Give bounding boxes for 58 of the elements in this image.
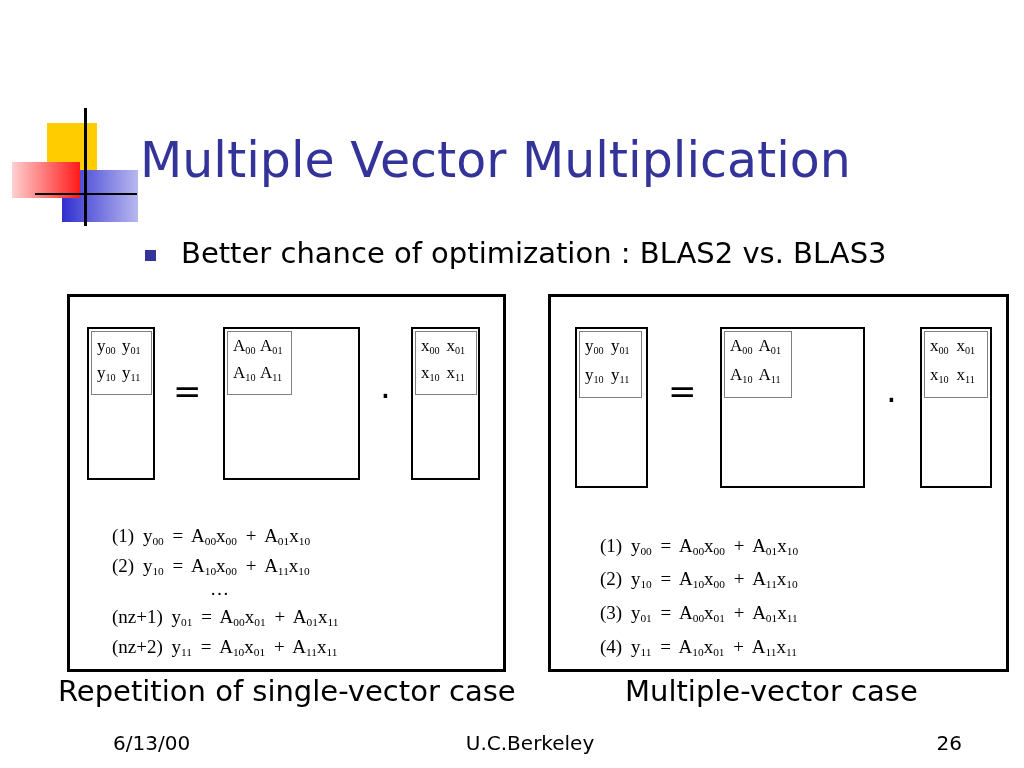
matrix-entry: x$_{01}$	[446, 336, 466, 356]
submatrix-block	[924, 331, 988, 398]
matrix-entry: y$_{11}$	[611, 364, 630, 385]
page-number: 26	[936, 732, 962, 755]
matrix-entry: y$_{01}$	[122, 336, 141, 356]
footer-institution: U.C.Berkeley	[465, 732, 595, 755]
matrix-entry: A$_{10}$	[730, 364, 753, 385]
submatrix-block	[91, 331, 152, 395]
submatrix-block	[227, 331, 292, 395]
equation: (2) y$_{10}$ = A$_{10}$x$_{00}$ + A$_{11}$x$_{10}$	[112, 555, 310, 577]
matrix-entry: x$_{00}$	[930, 336, 949, 356]
matrix-entry: y$_{11}$	[122, 363, 141, 383]
equation: (2) y$_{10}$ = A$_{10}$x$_{00}$ + A$_{11}$x$_{10}$	[600, 568, 798, 590]
matrix-entry: y$_{00}$	[97, 336, 116, 356]
equation: (3) y$_{01}$ = A$_{00}$x$_{01}$ + A$_{01}$x$_{11}$	[600, 602, 798, 624]
matrix-entry: y$_{00}$	[585, 336, 604, 356]
submatrix-block	[415, 331, 477, 395]
multiplication-dot: ·	[380, 386, 391, 407]
multiplication-dot: ·	[886, 390, 897, 411]
matrix-rectangle	[411, 327, 480, 480]
matrix-rectangle	[920, 327, 992, 488]
ellipsis: …	[210, 578, 229, 600]
bullet-text: Better chance of optimization : BLAS2 vs. BLAS3	[181, 237, 887, 271]
matrix-rectangle	[223, 327, 360, 480]
submatrix-block	[579, 331, 642, 398]
diagram-panel	[548, 294, 1009, 672]
matrix-entry: A$_{00}$	[233, 336, 256, 356]
matrix-entry: x$_{11}$	[956, 364, 975, 385]
matrix-entry: A$_{11}$	[758, 364, 781, 385]
matrix-entry: x$_{10}$	[421, 363, 440, 383]
submatrix-block	[724, 331, 792, 398]
equation: (nz+1) y$_{01}$ = A$_{00}$x$_{01}$ + A$_{01}$x$_{11}$	[112, 606, 339, 628]
equals-sign: =	[668, 372, 697, 412]
matrix-entry: A$_{01}$	[758, 336, 781, 356]
equation: (4) y$_{11}$ = A$_{10}$x$_{01}$ + A$_{11}$x$_{11}$	[600, 636, 797, 658]
matrix-entry: x$_{10}$	[930, 364, 949, 385]
matrix-entry: A$_{11}$	[260, 363, 283, 383]
matrix-entry: y$_{01}$	[611, 336, 630, 356]
matrix-entry: x$_{00}$	[421, 336, 440, 356]
matrix-entry: A$_{10}$	[233, 363, 256, 383]
panel-caption: Repetition of single-vector case	[58, 675, 516, 709]
diagram-panel	[67, 294, 506, 672]
matrix-entry: x$_{01}$	[956, 336, 976, 356]
equation: (1) y$_{00}$ = A$_{00}$x$_{00}$ + A$_{01}$x$_{10}$	[600, 535, 799, 557]
matrix-entry: A$_{01}$	[260, 336, 283, 356]
matrix-entry: x$_{11}$	[446, 363, 465, 383]
matrix-entry: y$_{10}$	[585, 364, 604, 385]
equals-sign: =	[173, 372, 202, 412]
matrix-rectangle	[87, 327, 155, 480]
equation: (nz+2) y$_{11}$ = A$_{10}$x$_{01}$ + A$_{11}$x$_{11}$	[112, 636, 338, 658]
matrix-rectangle	[575, 327, 648, 488]
equation: (1) y$_{00}$ = A$_{00}$x$_{00}$ + A$_{01}$x$_{10}$	[112, 525, 311, 547]
matrix-rectangle	[720, 327, 865, 488]
slide-title: Multiple Vector Multiplication	[140, 133, 851, 190]
matrix-entry: y$_{10}$	[97, 363, 116, 383]
panel-caption: Multiple-vector case	[625, 675, 918, 709]
footer-date: 6/13/00	[113, 732, 191, 755]
matrix-entry: A$_{00}$	[730, 336, 753, 356]
